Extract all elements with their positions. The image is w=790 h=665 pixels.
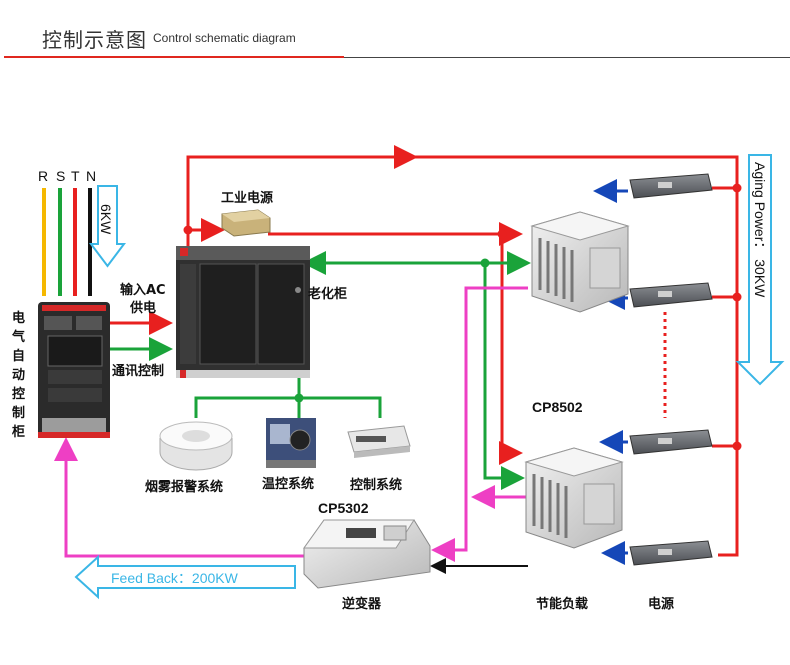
svg-text:制: 制 <box>12 405 25 421</box>
svg-text:柜: 柜 <box>11 424 25 440</box>
inverter-device <box>303 519 431 589</box>
aging-power-label: Aging Power： 30KW <box>752 162 768 298</box>
industrial-psu-label: 工业电源 <box>221 190 273 206</box>
control-system-device <box>347 425 411 458</box>
comm-control-label: 通讯控制 <box>112 363 164 379</box>
temp-control-label: 温控系统 <box>262 476 314 492</box>
power-junctions <box>183 183 742 451</box>
comm-lines <box>110 251 531 490</box>
input-power-label: 6KW <box>98 204 114 235</box>
phase-label-r: R <box>38 168 48 184</box>
cp8502-label: CP8502 <box>532 399 583 415</box>
svg-text:控: 控 <box>12 386 25 402</box>
aging-cabinet-label: 老化柜 <box>307 286 347 302</box>
smoke-alarm-label: 烟雾报警系统 <box>145 479 223 495</box>
inverter-label: 逆变器 <box>342 596 382 612</box>
page-subtitle: Control schematic diagram <box>153 31 296 45</box>
control-system-label: 控制系统 <box>350 477 402 493</box>
input-ac-label: 输入AC <box>120 282 166 298</box>
power-lines <box>110 145 739 557</box>
energy-load-top <box>530 211 630 313</box>
phase-label-n: N <box>86 168 96 184</box>
input-power-arrow: 6KW <box>89 185 126 268</box>
temp-control-device <box>266 418 316 468</box>
page-title: 控制示意图 <box>42 28 147 52</box>
power-supply-1 <box>629 173 713 199</box>
input-ac-label-2: 供电 <box>129 300 156 316</box>
phase-label-t: T <box>71 168 80 184</box>
energy-load-bottom <box>524 447 624 549</box>
feedback-arrow: Feed Back：200KW <box>74 554 296 600</box>
page-header: 控制示意图 Control schematic diagram <box>0 0 790 60</box>
power-supply-2 <box>629 282 713 308</box>
aging-power-arrow: Aging Power： 30KW <box>735 154 785 386</box>
svg-text:动: 动 <box>12 368 25 383</box>
electrical-control-cabinet <box>38 302 110 438</box>
header-rule-accent <box>4 56 344 58</box>
power-supply-4 <box>629 540 713 566</box>
aging-cabinet <box>176 246 310 378</box>
industrial-psu <box>221 209 271 237</box>
phase-lines: R S T N <box>38 168 96 296</box>
svg-text:自: 自 <box>12 348 25 364</box>
feedback-lines <box>54 286 528 562</box>
svg-text:气: 气 <box>12 329 25 345</box>
header-rule <box>344 57 790 58</box>
feedback-label: Feed Back：200KW <box>111 570 239 586</box>
energy-load-label: 节能负载 <box>536 596 588 612</box>
electrical-control-cabinet-label: 电 气 自 动 控 制 柜 <box>11 310 25 440</box>
phase-label-s: S <box>56 168 65 184</box>
svg-text:电: 电 <box>12 310 25 326</box>
power-supply-label: 电源 <box>648 596 674 612</box>
cp5302-label: CP5302 <box>318 500 369 516</box>
smoke-alarm-device <box>159 421 233 471</box>
power-supply-3 <box>629 429 713 455</box>
